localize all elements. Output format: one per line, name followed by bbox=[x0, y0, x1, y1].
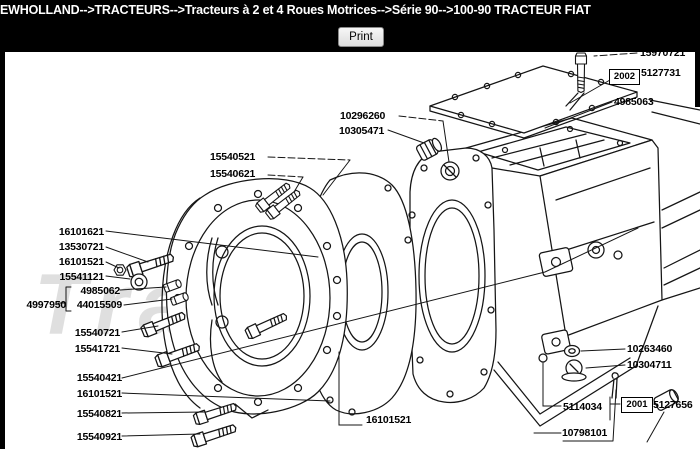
part-label: 4985063 bbox=[614, 96, 654, 108]
part-label: 15540421 bbox=[76, 372, 122, 384]
part-label: 13530721 bbox=[58, 241, 104, 253]
part-label: 44015509 bbox=[76, 299, 122, 311]
breadcrumb[interactable]: EWHOLLAND-->TRACTEURS-->Tracteurs à 2 et… bbox=[0, 3, 591, 17]
part-label: 5114034 bbox=[563, 401, 602, 413]
part-label: 15540521 bbox=[210, 151, 256, 163]
part-label: 15541721 bbox=[74, 343, 120, 355]
part-label: 15540821 bbox=[76, 408, 122, 420]
print-button[interactable]: Print bbox=[338, 27, 384, 47]
part-label: 16101621 bbox=[58, 226, 104, 238]
part-label: 5127731 bbox=[641, 67, 681, 79]
part-label: 10296260 bbox=[340, 110, 386, 122]
part-label: 15970721 bbox=[640, 47, 686, 59]
part-label: 5127656 bbox=[653, 399, 693, 411]
part-label: 10304711 bbox=[627, 359, 672, 371]
part-label: 4985062 bbox=[80, 285, 121, 297]
part-label: 10263460 bbox=[627, 343, 673, 355]
part-label: 16101521 bbox=[58, 256, 104, 268]
part-label: 15540621 bbox=[210, 168, 256, 180]
part-label: 15541121 bbox=[59, 271, 104, 283]
part-label: 10798101 bbox=[562, 427, 608, 439]
part-label: 16101521 bbox=[366, 414, 412, 426]
part-label: 16101521 bbox=[76, 388, 122, 400]
callout-box-2002: 2002 bbox=[609, 69, 640, 85]
part-label: 15540921 bbox=[76, 431, 122, 443]
part-label: 15540721 bbox=[74, 327, 120, 339]
panel-right-edge bbox=[695, 52, 700, 107]
callout-box-2001: 2001 bbox=[621, 397, 653, 413]
part-label: 10305471 bbox=[339, 125, 385, 137]
part-label: 4997950 bbox=[26, 299, 67, 311]
